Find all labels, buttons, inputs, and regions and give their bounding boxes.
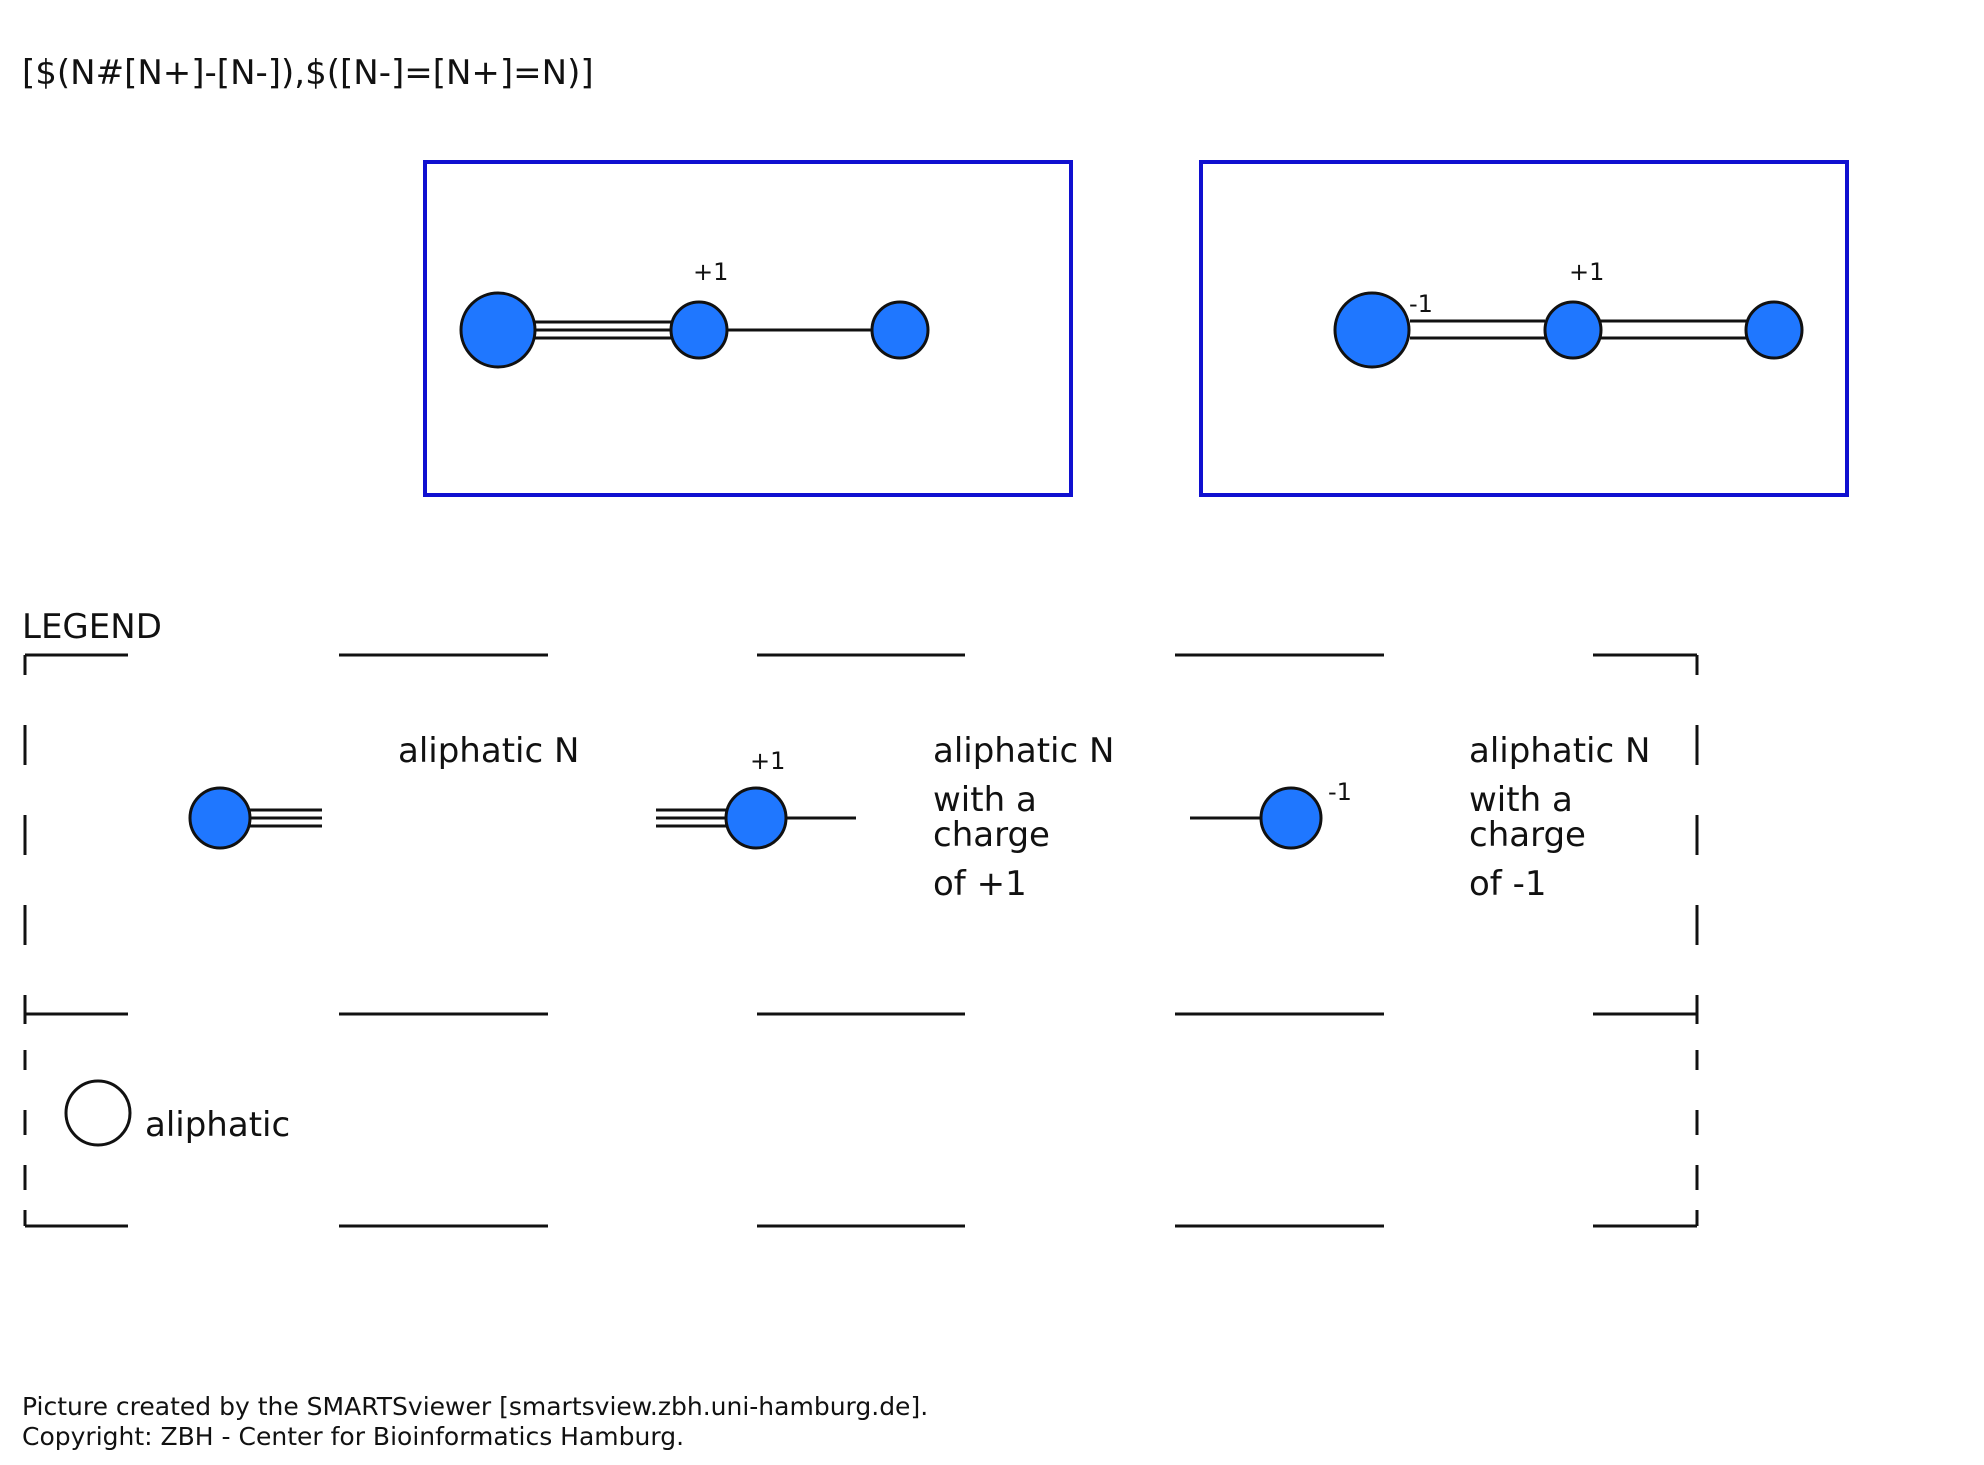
- legend-entry-1-triple-bond: [240, 808, 322, 828]
- pattern-1-atom-3: [870, 300, 930, 360]
- pattern-2-atom-1-charge: -1: [1409, 290, 1433, 318]
- pattern-1-triple-bond: [530, 320, 680, 340]
- pattern-2-double-bond-1: [1410, 319, 1545, 340]
- legend-entry-2: +1 aliphatic N with a charge of +1: [656, 731, 1114, 904]
- legend-entry-1: aliphatic N: [188, 731, 579, 850]
- pattern-2-atom-1: [1333, 291, 1411, 369]
- pattern-2-double-bond-2: [1600, 319, 1748, 340]
- footer-line-2: Copyright: ZBH - Center for Bioinformati…: [22, 1422, 684, 1451]
- pattern-1-atom-2: [669, 300, 729, 360]
- pattern-1-atom-1: [459, 291, 537, 369]
- legend-entry-3-atom: [1259, 786, 1323, 850]
- legend-entry-2-text-4: of +1: [933, 864, 1027, 904]
- legend-entry-2-text-1: aliphatic N: [933, 731, 1114, 771]
- pattern-2-frame: [1199, 160, 1849, 497]
- aliphatic-circle-icon: [64, 1079, 132, 1147]
- legend-entry-1-text-1: aliphatic N: [398, 731, 579, 771]
- legend-entry-2-text-2: with a: [933, 780, 1037, 820]
- pattern-1: +1: [423, 160, 1073, 497]
- legend-frame-upper: [23, 653, 1699, 1024]
- legend-entry-3-text-3: charge: [1469, 815, 1586, 855]
- legend-frame-lower: [23, 1050, 1699, 1228]
- legend-entry-3: -1 aliphatic N with a charge of -1: [1190, 731, 1650, 904]
- footer-line-1: Picture created by the SMARTSviewer [sma…: [22, 1392, 928, 1421]
- pattern-2: -1 +1: [1199, 160, 1849, 497]
- legend-entry-3-charge: -1: [1328, 778, 1352, 806]
- smarts-string: [$(N#[N+]-[N-]),$([N-]=[N+]=N)]: [22, 53, 594, 93]
- pattern-2-atom-2-charge: +1: [1569, 258, 1604, 286]
- legend-aliphatic: aliphatic: [64, 1079, 290, 1147]
- legend-entry-2-charge: +1: [750, 747, 785, 775]
- legend-entry-3-text-2: with a: [1469, 780, 1573, 820]
- pattern-1-atom-2-charge: +1: [693, 258, 728, 286]
- pattern-1-frame: [423, 160, 1073, 497]
- legend-entry-2-text-3: charge: [933, 815, 1050, 855]
- legend-entry-2-atom: [724, 786, 788, 850]
- legend-title: LEGEND: [22, 607, 162, 647]
- legend-entry-1-atom: [188, 786, 252, 850]
- pattern-2-atom-3: [1744, 300, 1804, 360]
- legend-entry-3-text-4: of -1: [1469, 864, 1546, 904]
- aliphatic-label: aliphatic: [145, 1105, 290, 1145]
- legend-entry-3-text-1: aliphatic N: [1469, 731, 1650, 771]
- pattern-2-atom-2: [1543, 300, 1603, 360]
